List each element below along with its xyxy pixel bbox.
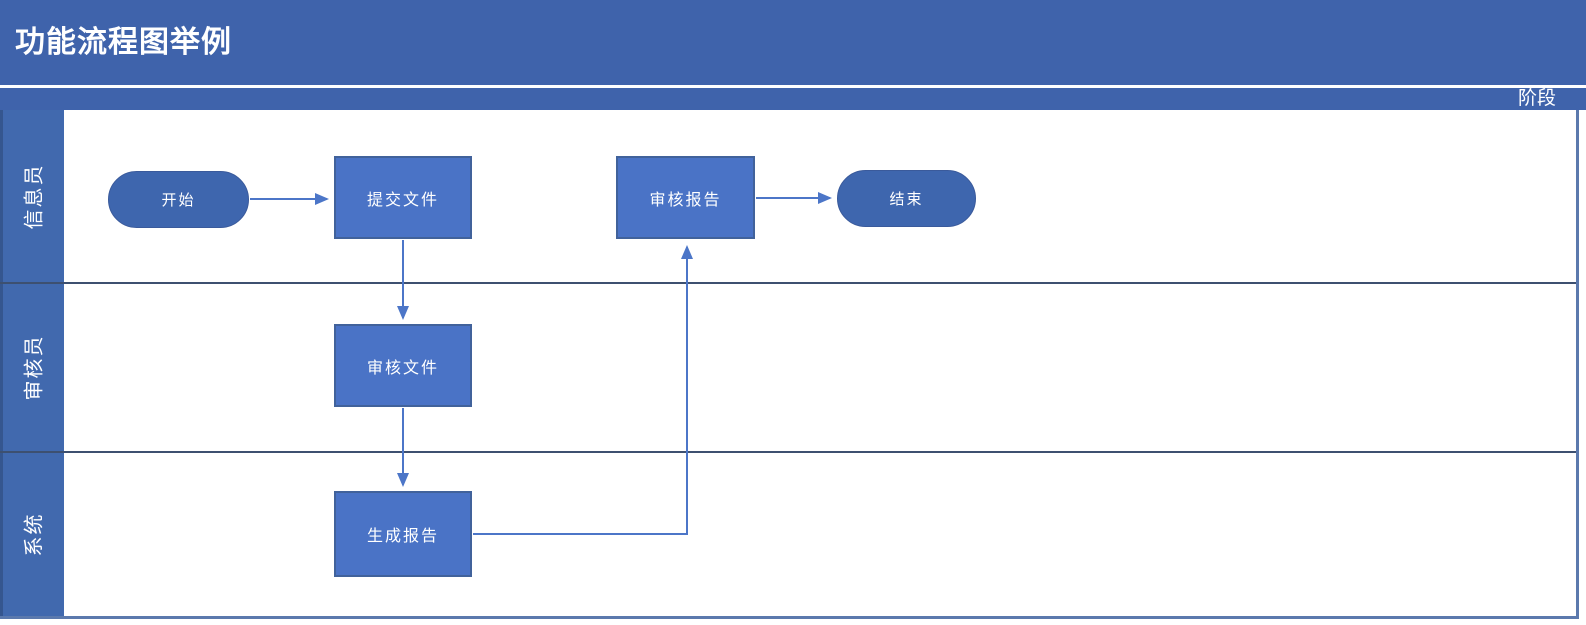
- phase-header-label: 阶段: [1517, 88, 1556, 109]
- title-banner: 功能流程图举例: [0, 0, 1586, 85]
- node-review-documents[interactable]: 审核文件: [334, 324, 472, 407]
- swimlane-label-xinxiyuan[interactable]: 信息员: [0, 110, 64, 283]
- node-submit-documents[interactable]: 提交文件: [334, 156, 472, 239]
- swimlane-label-xitong[interactable]: 系统: [0, 452, 64, 617]
- node-start-terminator[interactable]: 开始: [108, 171, 249, 228]
- lane-divider-1: [0, 282, 1578, 284]
- node-review-report[interactable]: 审核报告: [616, 156, 755, 239]
- node-label: 结束: [889, 191, 924, 208]
- node-label: 提交文件: [366, 191, 439, 209]
- page-title: 功能流程图举例: [15, 26, 232, 59]
- node-label: 审核文件: [366, 359, 439, 377]
- phase-band: 阶段: [0, 88, 1586, 110]
- node-label: 开始: [161, 192, 196, 209]
- frame-border-right: [1576, 110, 1579, 619]
- node-label: 审核报告: [649, 191, 722, 209]
- swimlane-strip: [0, 110, 64, 617]
- connector-generate-to-review-report: [473, 245, 693, 535]
- swimlane-label-shenheyuan[interactable]: 审核员: [0, 283, 64, 452]
- node-end-terminator[interactable]: 结束: [837, 170, 976, 227]
- swimlane-label-text: 审核员: [23, 334, 46, 401]
- node-generate-report[interactable]: 生成报告: [334, 491, 472, 577]
- lane-divider-2: [0, 451, 1578, 453]
- swimlane-label-text: 信息员: [23, 163, 46, 230]
- node-label: 生成报告: [366, 528, 439, 545]
- frame-border-bottom: [0, 616, 1579, 619]
- swimlane-label-text: 系统: [23, 512, 46, 557]
